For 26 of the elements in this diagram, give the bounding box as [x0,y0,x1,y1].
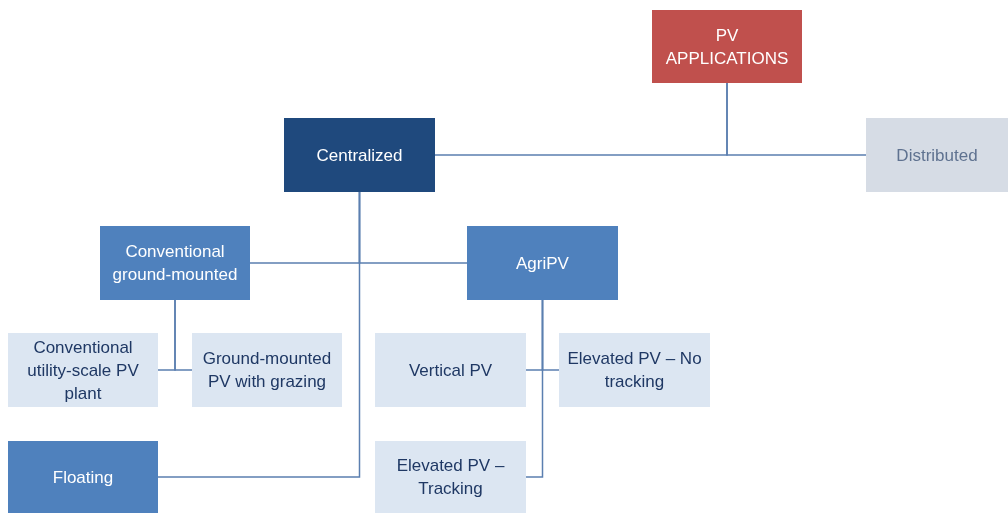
category-box [100,226,250,300]
node-label: Centralized [316,144,403,167]
node-label: Conventional utility-scale PV plant [26,336,140,405]
category-box [8,441,158,513]
category-box [866,118,1008,192]
leaf-box [8,333,158,407]
category-box [467,226,618,300]
node-label: Conventional ground-mounted [111,241,239,286]
leaf-box [375,441,526,513]
node-label: Ground-mounted PV with grazing [201,348,333,393]
node-label: Floating [52,466,114,489]
connector-line [174,299,193,371]
node-label: Elevated PV – No tracking [566,348,703,393]
leaf-box [375,333,526,407]
connector-line [525,299,544,478]
connector-line [726,82,867,156]
leaf-box [559,333,710,407]
title-box [652,10,802,83]
node-label: PV APPLICATIONS [664,24,790,70]
node-label: Elevated PV – Tracking [395,455,506,500]
node-label: Distributed [896,144,978,167]
leaf-box [192,333,342,407]
node-label: AgriPV [516,252,569,275]
category-box [284,118,435,192]
connector-line [157,191,361,478]
node-label: Vertical PV [408,359,493,382]
